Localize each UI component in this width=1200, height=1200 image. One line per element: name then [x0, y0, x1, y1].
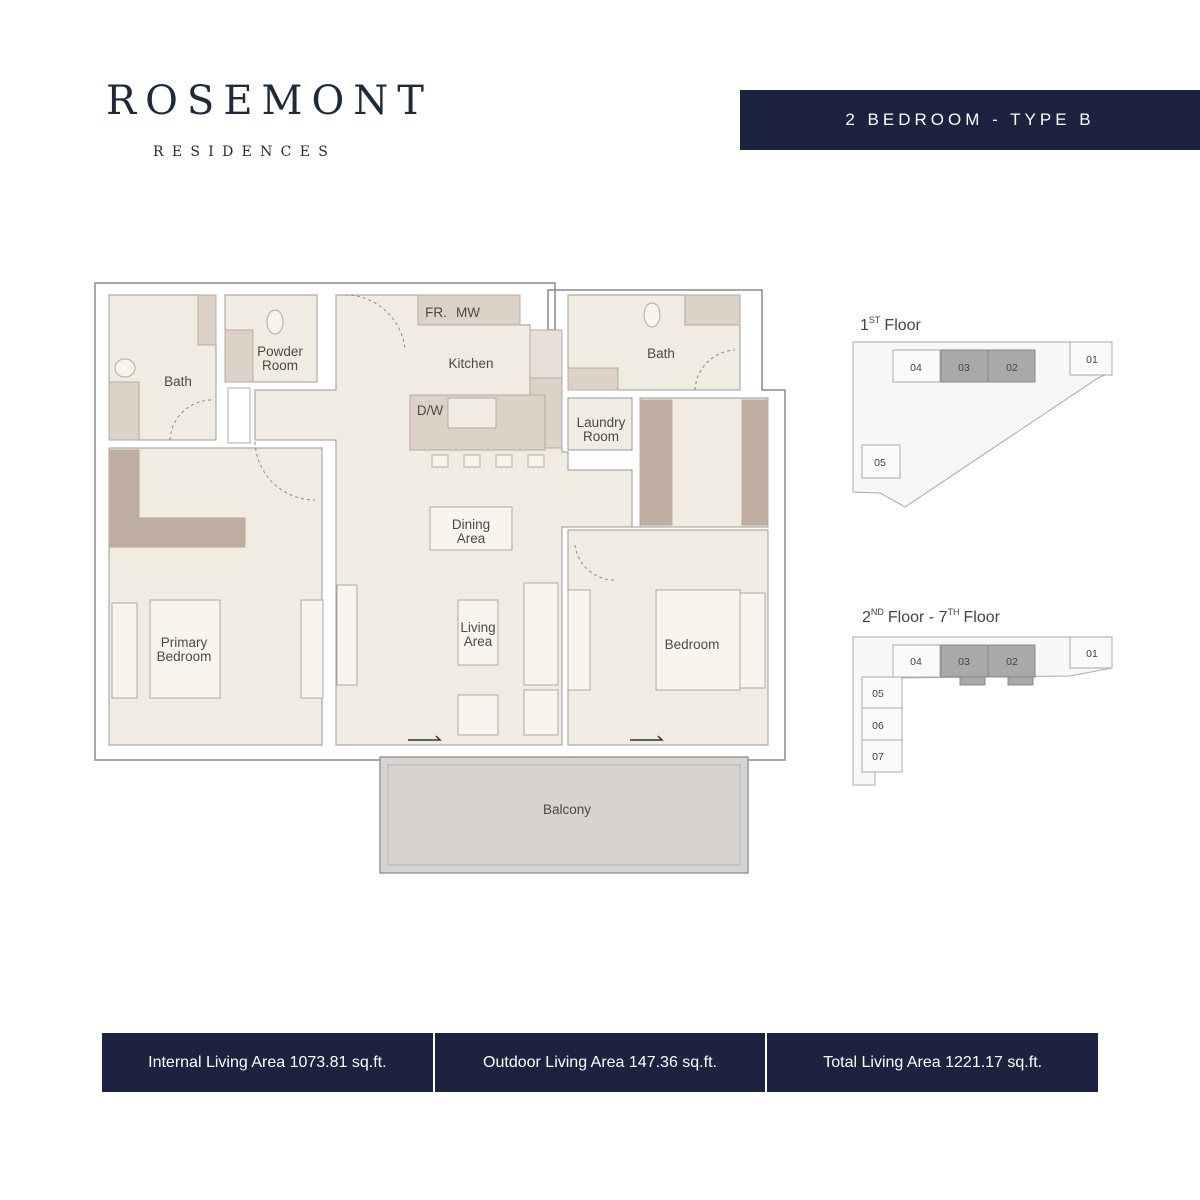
area-summary-bar: Internal Living Area 1073.81 sq.ft. Outd…	[102, 1033, 1099, 1092]
coffee-table	[457, 599, 499, 666]
room-label-primary: Primary	[161, 635, 208, 650]
unit-04: 04	[910, 362, 922, 374]
toilet-icon	[643, 302, 661, 328]
room-label-primary-2: Bedroom	[157, 649, 212, 664]
primary-wardrobe	[108, 449, 140, 548]
unit-02: 02	[1006, 656, 1018, 668]
bath-vanity	[684, 294, 741, 326]
room-label-living: Living	[460, 620, 495, 635]
stool	[463, 454, 481, 468]
bedroom-bed	[655, 589, 741, 691]
room-label-dining: Dining	[452, 517, 490, 532]
bath-vanity	[197, 294, 217, 346]
powder-vanity	[224, 329, 254, 383]
laundry-floor	[567, 397, 633, 451]
stool	[527, 454, 545, 468]
side-chair	[523, 689, 559, 736]
tv-console	[300, 599, 324, 699]
door-swings	[169, 294, 736, 581]
internal-area: Internal Living Area 1073.81 sq.ft.	[102, 1033, 433, 1092]
room-label-balcony: Balcony	[543, 802, 591, 817]
unit-03: 03	[958, 362, 970, 374]
dishwasher-label: D/W	[417, 403, 444, 418]
unit-04: 04	[910, 656, 922, 668]
bath-vanity	[567, 367, 619, 391]
primary-wardrobe	[138, 517, 246, 548]
outdoor-area: Outdoor Living Area 147.36 sq.ft.	[432, 1033, 766, 1092]
room-label-living-2: Area	[464, 634, 493, 649]
kitchen-upper-counter	[417, 294, 521, 326]
room-label-bath-left: Bath	[164, 374, 192, 389]
room-label-laundry-2: Room	[583, 429, 619, 444]
unit-type-label: 2 BEDROOM - TYPE B	[845, 110, 1095, 129]
unit-02: 02	[1006, 362, 1018, 374]
toilet-icon	[114, 358, 136, 378]
bedroom-closet	[639, 399, 673, 526]
linen-closet	[227, 387, 251, 444]
primary-bed	[149, 599, 221, 699]
fridge-label: FR.	[425, 305, 447, 320]
furniture	[111, 302, 766, 736]
stove	[529, 329, 563, 379]
sliding-door-arrows	[408, 735, 664, 741]
room-label-powder: Powder	[257, 344, 303, 359]
unit-07: 07	[872, 751, 884, 763]
unit-type-banner: 2 BEDROOM - TYPE B	[740, 90, 1200, 150]
stool	[495, 454, 513, 468]
bed-headboard	[111, 602, 138, 699]
brand-logo: ROSEMONT	[106, 78, 433, 124]
brand-subtitle: RESIDENCES	[153, 144, 337, 160]
unit-03: 03	[958, 656, 970, 668]
unit-05: 05	[872, 688, 884, 700]
room-label-laundry: Laundry	[577, 415, 626, 430]
tv-console	[336, 584, 358, 686]
primary-bedroom-floor	[108, 447, 323, 746]
toilet-icon	[266, 309, 284, 335]
cabinetry	[108, 294, 769, 548]
total-area: Total Living Area 1221.17 sq.ft.	[765, 1033, 1099, 1092]
unit-01: 01	[1086, 354, 1098, 366]
room-label-kitchen: Kitchen	[448, 356, 493, 371]
balcony	[379, 756, 749, 874]
bath-vanity	[108, 381, 140, 441]
armchair	[457, 694, 499, 736]
sofa	[523, 582, 559, 686]
room-label-dining-2: Area	[457, 531, 486, 546]
bedroom-closet	[741, 399, 769, 526]
unit-05: 05	[874, 457, 886, 469]
sink-icon	[447, 397, 497, 429]
room-label-powder-2: Room	[262, 358, 298, 373]
room-label-bedroom: Bedroom	[665, 637, 720, 652]
tv-console	[567, 589, 591, 691]
microwave-label: MW	[456, 305, 480, 320]
room-label-bath-right: Bath	[647, 346, 675, 361]
dining-table	[429, 506, 513, 551]
stool	[431, 454, 449, 468]
unit-01: 01	[1086, 648, 1098, 660]
unit-06: 06	[872, 720, 884, 732]
bed-headboard	[739, 592, 766, 689]
